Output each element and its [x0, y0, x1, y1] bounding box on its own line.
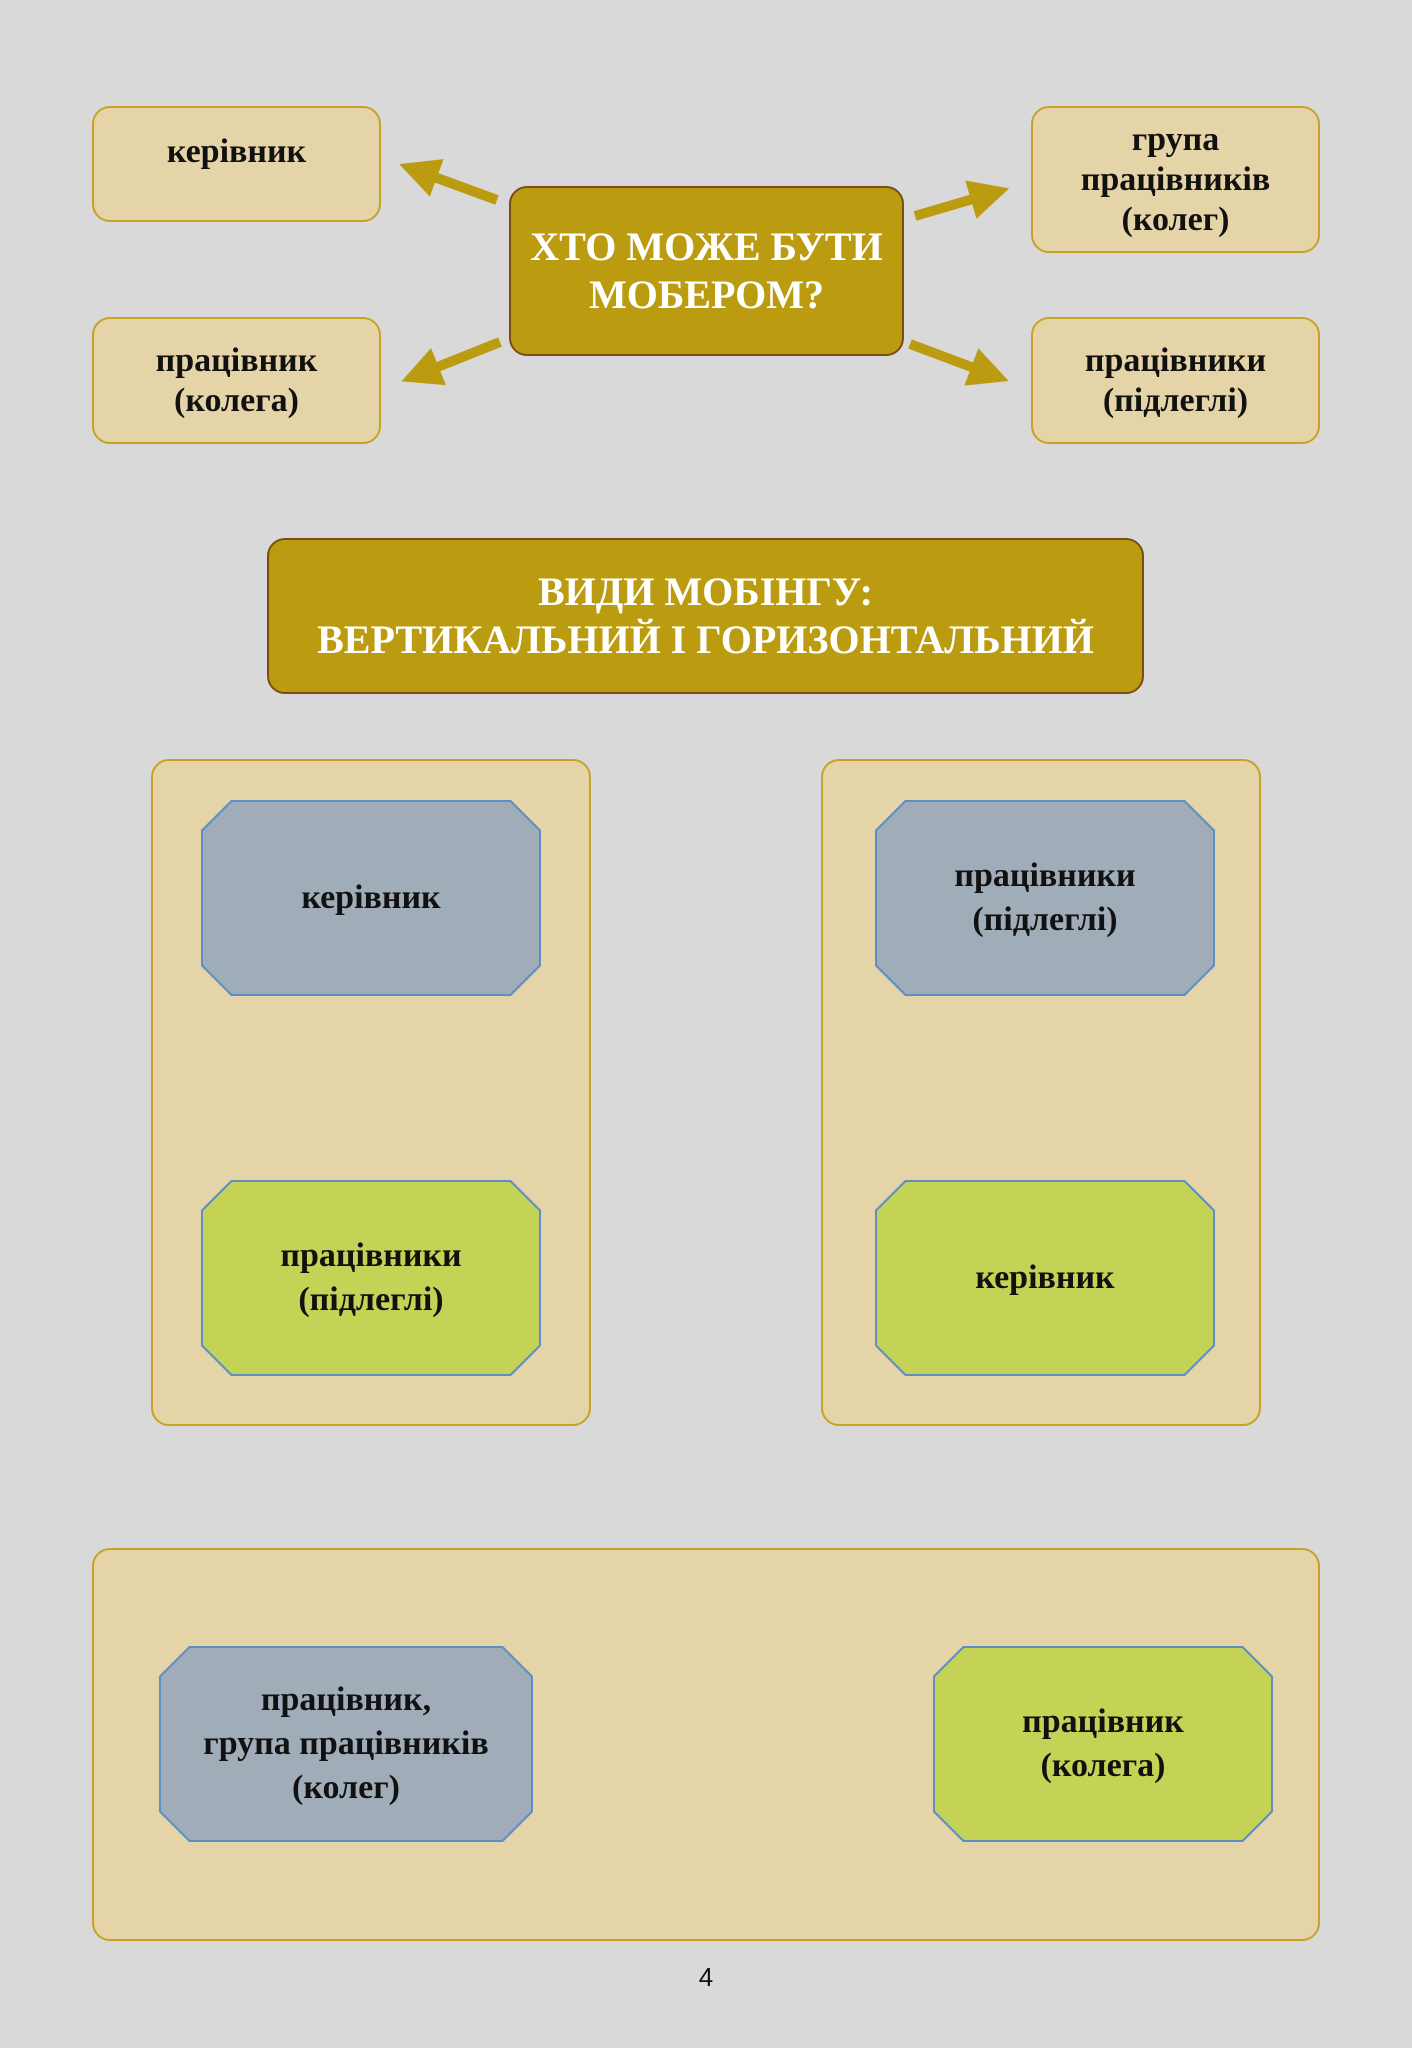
vertical-right-from-label: працівники (підлеглі) — [877, 802, 1213, 994]
horizontal-to-box: працівник (колега) — [933, 1646, 1273, 1842]
arrow-to-top-right — [913, 180, 1010, 221]
vertical-left-to-label: працівники (підлеглі) — [203, 1182, 539, 1374]
vertical-left-from-label: керівник — [203, 802, 539, 994]
vertical-right-from-box: працівники (підлеглі) — [875, 800, 1215, 996]
types-title-box: ВИДИ МОБІНГУ: ВЕРТИКАЛЬНИЙ І ГОРИЗОНТАЛЬ… — [267, 538, 1144, 694]
vertical-left-to-box: працівники (підлеглі) — [201, 1180, 541, 1376]
box-top-right: група працівників (колег) — [1031, 106, 1320, 253]
box-top-left: керівник — [92, 106, 381, 222]
horizontal-to-label: працівник (колега) — [935, 1648, 1271, 1840]
vertical-right-to-box: керівник — [875, 1180, 1215, 1376]
box-bottom-left: працівник (колега) — [92, 317, 381, 444]
arrow-to-bottom-left — [401, 337, 502, 386]
arrow-to-top-left — [399, 159, 499, 205]
arrow-to-bottom-right — [908, 339, 1009, 386]
horizontal-from-box: працівник, група працівників (колег) — [159, 1646, 533, 1842]
page-number: 4 — [698, 1962, 714, 1992]
box-bottom-right: працівники (підлеглі) — [1031, 317, 1320, 444]
vertical-right-to-label: керівник — [877, 1182, 1213, 1374]
vertical-left-from-box: керівник — [201, 800, 541, 996]
center-question-box: ХТО МОЖЕ БУТИ МОБЕРОМ? — [509, 186, 904, 356]
horizontal-from-label: працівник, група працівників (колег) — [161, 1648, 531, 1840]
